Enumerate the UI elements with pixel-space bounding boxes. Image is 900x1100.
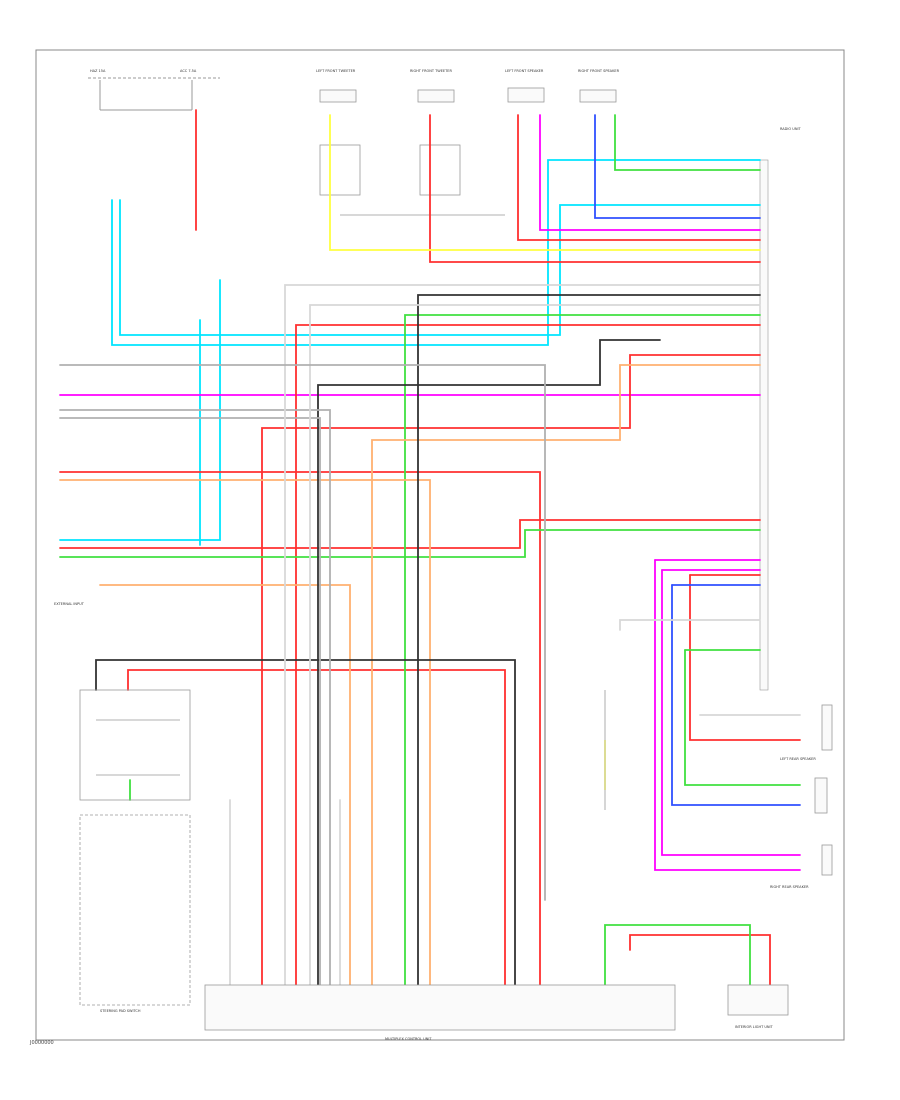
wire-red-10	[689, 574, 801, 741]
wire-grey-5	[59, 364, 546, 901]
wire-cyan-3	[59, 279, 221, 541]
wire-green-2	[614, 114, 761, 171]
fuse-left-label: HAZ 15A	[90, 69, 106, 73]
wire-green-3	[59, 529, 761, 558]
left-switch-block	[79, 689, 191, 1006]
wire-red-5	[261, 354, 761, 991]
wire-magenta-4	[654, 559, 801, 871]
steering-switch-label: STEERING PAD SWITCH	[100, 1009, 141, 1013]
wire-green-5	[684, 649, 801, 786]
radio-unit-pins	[759, 159, 769, 691]
wire-grey-7	[619, 619, 761, 631]
wire-magenta-6	[661, 569, 801, 856]
wire-grey-2	[59, 417, 321, 991]
fuse-right-label: ACC 7.5A	[180, 69, 197, 73]
wire-grey-3	[284, 284, 761, 991]
wire-red-1	[59, 471, 541, 991]
wire-green-1	[404, 314, 761, 991]
wire-orange-3	[59, 479, 431, 991]
wire-red-7	[127, 669, 506, 991]
multiplex-unit-label: MULTIPLEX CONTROL UNIT	[385, 1037, 432, 1041]
wire-blue-1	[594, 114, 761, 219]
right-front-tweeter-label: RIGHT FRONT TWEETER	[410, 69, 452, 73]
wire-yellow-1	[329, 114, 761, 251]
wire-blue-3	[671, 584, 801, 806]
external-input-label: EXTERNAL INPUT	[54, 602, 85, 606]
wire-magenta-2	[539, 114, 761, 231]
right-connectors	[814, 704, 833, 876]
wire-red-6	[295, 324, 761, 991]
wire-black-2	[317, 339, 661, 991]
wire-red-11	[629, 934, 771, 991]
wire-black-1	[417, 294, 761, 991]
wire-black-3	[95, 659, 516, 991]
wire-red-3	[429, 114, 761, 263]
wire-orange-2	[99, 584, 351, 991]
bottom-connectors	[204, 984, 789, 1031]
right-rear-speaker-label: RIGHT REAR SPEAKER	[770, 885, 809, 889]
left-rear-speaker-label: LEFT REAR SPEAKER	[780, 757, 816, 761]
wire-red-4	[517, 114, 761, 241]
top-connectors	[319, 87, 617, 103]
diagram-frame	[35, 49, 845, 1041]
relay-boxes	[319, 144, 505, 216]
radio-unit-label: RADIO UNIT	[780, 127, 801, 131]
figure-number: J0000000	[30, 1040, 54, 1046]
left-front-tweeter-label: LEFT FRONT TWEETER	[316, 69, 356, 73]
right-front-speaker-label: RIGHT FRONT SPEAKER	[578, 69, 620, 73]
left-front-speaker-label: LEFT FRONT SPEAKER	[505, 69, 544, 73]
fuse-block	[88, 77, 220, 111]
wire-cyan-2	[119, 199, 761, 336]
interior-light-label: INTERIOR LIGHT UNIT	[735, 1025, 774, 1029]
wire-red-2	[59, 519, 761, 549]
wires	[59, 109, 801, 991]
wire-cyan-1	[111, 159, 761, 346]
wire-grey-4	[309, 304, 761, 991]
wire-green-6	[604, 924, 751, 991]
wire-grey-1	[59, 409, 331, 991]
wire-orange-1	[371, 364, 761, 991]
